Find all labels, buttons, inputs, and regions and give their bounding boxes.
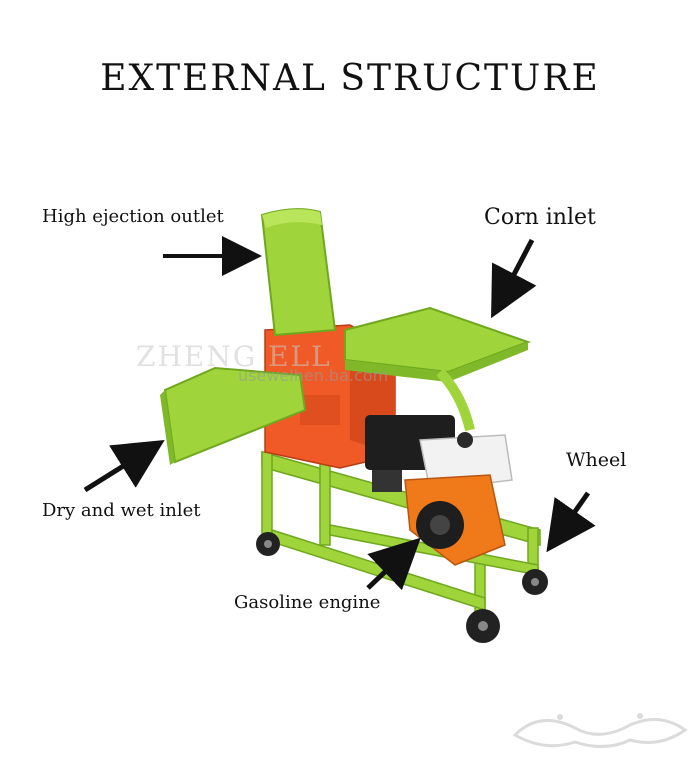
diagram-title: EXTERNAL STRUCTURE: [100, 58, 600, 99]
label-dry-and-wet-inlet: Dry and wet inlet: [42, 500, 201, 521]
callout-arrow-corn-inlet: [491, 238, 537, 319]
brand-watermark: ZHENG ELL: [136, 340, 332, 373]
haraj-logo-icon: [512, 713, 688, 748]
gasoline-engine: [365, 415, 513, 566]
callout-arrow-gasoline-engine: [366, 537, 421, 591]
url-watermark: usewelhen.ba.com: [238, 366, 389, 385]
ejection-outlet: [260, 208, 337, 337]
label-gasoline-engine: Gasoline engine: [234, 592, 381, 613]
wheel-icon: [256, 532, 548, 643]
callout-arrow-dry-wet-inlet: [83, 440, 165, 493]
callout-arrow-wheel: [546, 491, 596, 553]
dry-wet-inlet-tray: [160, 366, 307, 465]
label-high-ejection-outlet: High ejection outlet: [42, 206, 224, 227]
corn-inlet-tray: [344, 306, 531, 432]
label-wheel: Wheel: [566, 449, 627, 471]
label-corn-inlet: Corn inlet: [484, 205, 596, 230]
